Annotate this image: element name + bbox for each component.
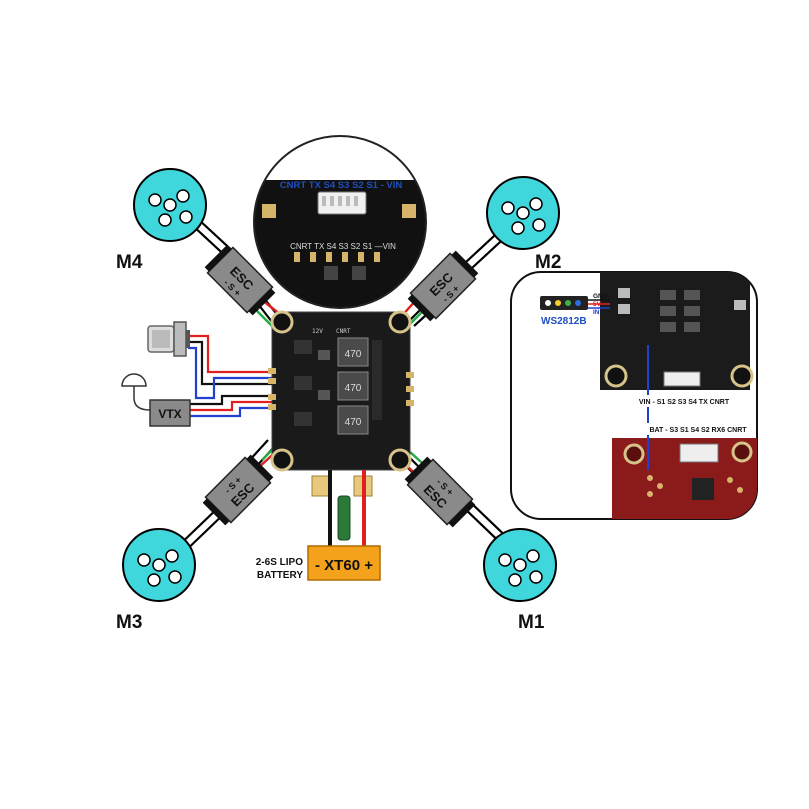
inductor-label: 470 bbox=[345, 349, 362, 360]
board-label-cnrt: CNRT bbox=[336, 328, 351, 335]
antenna-icon bbox=[121, 373, 151, 411]
camera-icon bbox=[147, 321, 190, 357]
connector-zoom-circle: CNRT TX S4 S3 S2 S1 —VIN CNRT TX S4 S3 S… bbox=[253, 135, 427, 309]
vtx-label: VTX bbox=[158, 407, 181, 421]
led-pin-5v: 5V bbox=[593, 301, 602, 308]
xt60-label: - XT60 + bbox=[315, 557, 373, 574]
esc-m3: - S + ESC bbox=[202, 454, 274, 526]
motor-label-m2: M2 bbox=[535, 252, 561, 273]
board-label-12v: 12V bbox=[312, 328, 323, 335]
esc-m1: - S + ESC bbox=[404, 456, 476, 528]
inductor-label: 470 bbox=[345, 417, 362, 428]
zoom-header-label: CNRT TX S4 S3 S2 S1 - VIN bbox=[280, 180, 403, 191]
battery-label-line1: 2-6S LIPO bbox=[256, 557, 303, 568]
camera-vtx-wires bbox=[188, 334, 278, 418]
ws2812b-strip bbox=[540, 296, 588, 310]
zoom-silk-label: CNRT TX S4 S3 S2 S1 —VIN bbox=[290, 242, 396, 251]
motor-label-m1: M1 bbox=[518, 612, 545, 633]
battery-leads bbox=[311, 470, 373, 548]
xt60-connector: - XT60 + bbox=[307, 545, 381, 581]
vtx-module: VTX bbox=[149, 399, 191, 427]
motor-m4 bbox=[133, 168, 207, 242]
motor-label-m3: M3 bbox=[116, 612, 142, 633]
esc-m2: ESC - S + bbox=[407, 250, 479, 322]
motor-label-m4: M4 bbox=[116, 252, 143, 273]
esc-m4: ESC - S + bbox=[204, 244, 276, 316]
led-pin-in: IN bbox=[593, 309, 600, 316]
motor-m3 bbox=[122, 528, 196, 602]
battery-label-line2: BATTERY bbox=[257, 570, 303, 581]
inset-vin-row-label: VIN - S1 S2 S3 S4 TX CNRT bbox=[639, 399, 730, 406]
motor-m1 bbox=[483, 528, 557, 602]
motor-m2 bbox=[486, 176, 560, 250]
flight-board: 12V CNRT 470 470 470 bbox=[268, 310, 414, 472]
led-pin-gnd: GND bbox=[593, 293, 608, 300]
inset-panel: GND 5V IN WS2812B VIN - S1 S2 S3 S4 TX C… bbox=[510, 271, 758, 520]
inset-bat-row-label: BAT - S3 S1 S4 S2 RX6 CNRT bbox=[649, 427, 747, 434]
led-name-label: WS2812B bbox=[541, 316, 587, 327]
inductor-label: 470 bbox=[345, 383, 362, 394]
